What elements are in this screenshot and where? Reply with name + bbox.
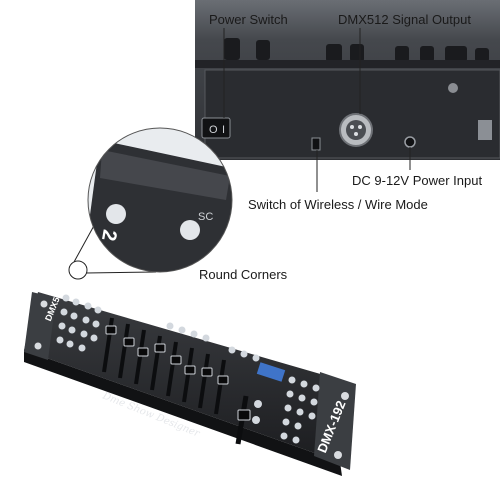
zoom-digit: 2 [97, 228, 121, 243]
channel-faders [102, 317, 229, 415]
xlr-connector-icon [339, 113, 373, 147]
signal-output-label: DMX512 Signal Output [338, 12, 471, 27]
dc-power-jack-icon [404, 136, 416, 148]
svg-text:O: O [209, 124, 218, 136]
control-buttons [252, 376, 320, 444]
round-corner-zoom: 2 SC [68, 127, 233, 280]
dmx-controller: DMX512 [24, 286, 356, 476]
screw-icon [448, 83, 458, 93]
wireless-mode-switch [311, 137, 321, 151]
power-switch-label: Power Switch [209, 12, 288, 27]
lcd-display [256, 362, 286, 382]
power-input-label: DC 9-12V Power Input [352, 173, 483, 188]
round-corners-label: Round Corners [199, 267, 288, 282]
power-switch [201, 117, 231, 139]
leader-lines [223, 28, 411, 192]
master-fader-cap [237, 409, 251, 421]
zoom-label: SC [198, 211, 213, 223]
rear-panel-closeup: O I [195, 0, 500, 192]
scene-buttons [166, 322, 260, 362]
top-knobs [224, 38, 489, 62]
wireless-switch-label: Switch of Wireless / Wire Mode [248, 197, 428, 212]
scanner-buttons [56, 294, 102, 352]
svg-text:I: I [222, 124, 225, 136]
